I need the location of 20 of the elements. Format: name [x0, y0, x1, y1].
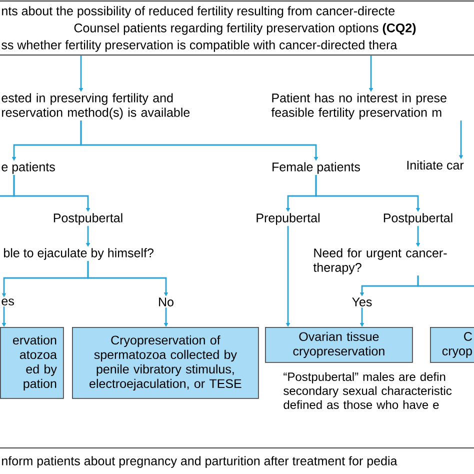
- footer-text: nform patients about pregnancy and parturition after treatment for pedia: [2, 456, 398, 468]
- decision-text: ested in preserving fertility and reservation method(s) is available: [2, 93, 190, 120]
- process-box: Ovarian tissue cryopreservation: [265, 327, 413, 363]
- step-text: Initiate car: [407, 160, 464, 170]
- process-box: ervation atozoa ed by pation: [0, 327, 64, 399]
- group-label: Postpubertal: [54, 213, 122, 225]
- answer-label: No: [159, 298, 174, 306]
- group-label: Female patients: [272, 162, 360, 174]
- outcome-text: Patient has no interest in prese feasible fertility preservation m: [271, 93, 446, 120]
- note-text: “Postpubertal” males are defin secondary sexual characteristic defined as those who have e: [284, 372, 452, 409]
- answer-label: es: [2, 298, 14, 306]
- question-text: ble to ejaculate by himself?: [4, 248, 154, 260]
- answer-label: Yes: [352, 298, 372, 306]
- header-band: nts about the possibility of reduced fertility resulting from cancer-directe Counsel patients regarding fertility preservation options (CQ2) ss whether fertility preservation is compatible with cancer-directed thera: [0, 0, 474, 56]
- group-label: e patients: [2, 162, 55, 174]
- group-label: Prepubertal: [256, 213, 320, 225]
- question-text: Need for urgent cancer- therapy?: [313, 248, 447, 274]
- group-label: Postpubertal: [384, 213, 452, 225]
- process-box: C cryop: [430, 327, 474, 363]
- process-box: Cryopreservation of spermatozoa collected by penile vibratory stimulus, electroejaculation, or TESE: [72, 327, 259, 399]
